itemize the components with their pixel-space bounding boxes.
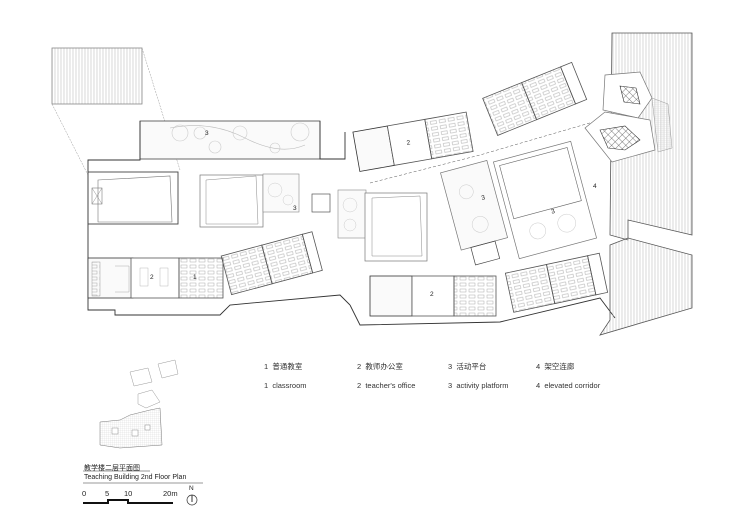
classroom-wing-south: 2 [349,252,616,326]
legend-en-3: 3 activity platform [448,381,509,390]
room-label: 2 [150,274,154,281]
legend-en-1: 1 classroom [264,381,307,390]
activity-platform-center-right: 3 [440,159,508,266]
plan-title-en: Teaching Building 2nd Floor Plan [84,474,187,481]
activity-platform-right: 3 [492,140,598,260]
void-block-center-left: 3 [199,173,331,228]
scale-tick: 10 [124,489,133,498]
scale-tick: 5 [105,489,110,498]
room-label: 1 [193,274,197,281]
classroom-wing-west: 2 1 [87,231,323,299]
north-label: N [189,485,194,492]
scale-bar [83,499,173,504]
roof-block-top-left [51,47,181,176]
legend-en-2: 2 teacher's office [357,381,416,390]
legend-zh-1: 1 普通教室 [264,362,303,371]
platform-label: 3 [205,130,209,137]
platform-label: 3 [550,208,556,216]
platform-label: 3 [481,194,487,202]
activity-platform-top: 3 [139,120,321,160]
north-arrow-icon [186,494,198,506]
legend-zh-3: 3 活动平台 [448,362,487,371]
activity-platform-center: 3 [337,189,428,262]
scale-tick: 0 [82,489,87,498]
platform-label: 3 [293,205,297,212]
room-label: 2 [406,139,411,147]
key-plan [99,359,179,449]
legend-zh-4: 4 架空连廊 [536,362,575,371]
elevated-corridor-east [584,32,693,336]
corridor-label: 4 [593,183,597,190]
classroom-wing-north: 2 [352,61,601,184]
scale-tick: 20m [163,489,178,498]
legend-zh-2: 2 教师办公室 [357,362,403,371]
room-label: 2 [430,291,434,298]
legend-en-4: 4 elevated corridor [536,381,601,390]
building-outline-west [87,121,351,316]
plan-title-zh: 教学楼二层平面图 [84,465,140,472]
